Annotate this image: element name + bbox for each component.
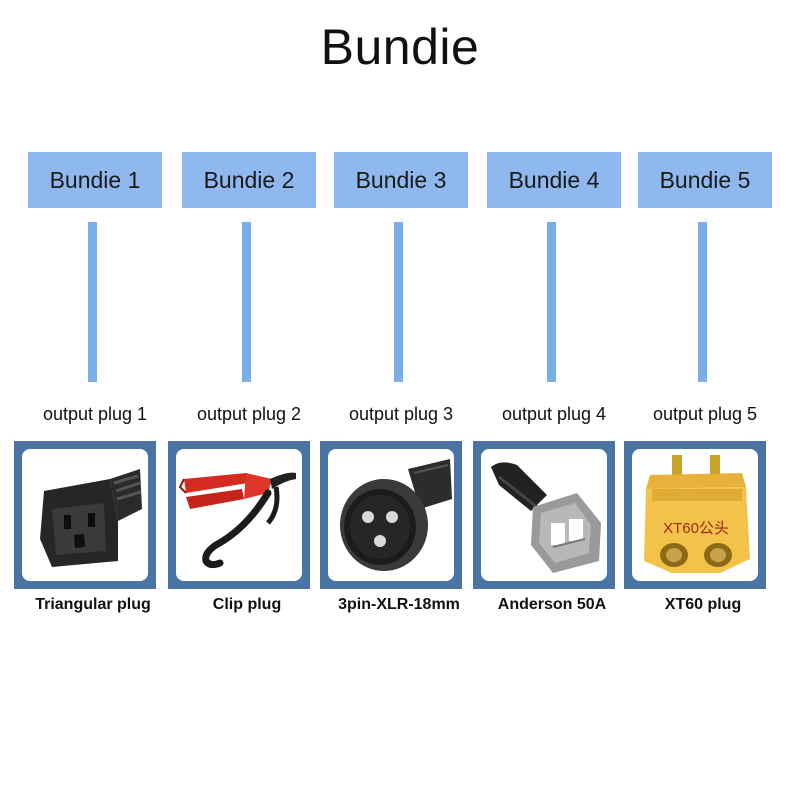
bundle-label-box: Bundie 2 xyxy=(182,152,316,208)
output-plug-label: output plug 1 xyxy=(42,404,148,424)
connector-line xyxy=(242,222,251,382)
xlr-plug-icon xyxy=(340,459,452,571)
output-plug-label: output plug 4 xyxy=(501,404,607,424)
output-plug-label: output plug 2 xyxy=(196,404,302,424)
bundle-label-box: Bundie 4 xyxy=(487,152,621,208)
svg-text:XT60公头: XT60公头 xyxy=(663,520,729,537)
bundle-column-3: Bundie 3 output plug 3 3pin-XLR-18mm xyxy=(320,0,484,800)
plug-name: Clip plug xyxy=(212,596,282,613)
bundle-label-box: Bundie 1 xyxy=(28,152,162,208)
plug-image-frame xyxy=(168,441,310,589)
connector-line xyxy=(394,222,403,382)
bundle-column-1: Bundie 1 output plug 1 Triangular plug xyxy=(14,0,178,800)
page-title: Bundie xyxy=(320,19,480,75)
alligator-clip-icon xyxy=(178,472,296,569)
bundle-label-box: Bundie 5 xyxy=(638,152,772,208)
plug-image-frame xyxy=(473,441,615,589)
iec-c13-plug-icon xyxy=(40,469,142,567)
plug-image-frame xyxy=(320,441,462,589)
bundle-column-5: Bundie 5 output plug 5 XT60公头 XT60 plug xyxy=(624,0,788,800)
plug-name: Triangular plug xyxy=(35,596,151,613)
plug-name: XT60 plug xyxy=(664,596,742,613)
connector-line xyxy=(698,222,707,382)
plug-image-frame: XT60公头 xyxy=(624,441,766,589)
plug-image-frame xyxy=(14,441,156,589)
connector-line xyxy=(547,222,556,382)
bundle-column-4: Bundie 4 output plug 4 Anderson 50A xyxy=(473,0,637,800)
plug-name: Anderson 50A xyxy=(497,596,607,613)
connector-line xyxy=(88,222,97,382)
xt60-plug-icon: XT60公头 xyxy=(644,455,750,573)
plug-name: 3pin-XLR-18mm xyxy=(338,596,460,613)
bundle-column-2: Bundie 2 output plug 2 Clip plug xyxy=(168,0,332,800)
bundle-label-box: Bundie 3 xyxy=(334,152,468,208)
output-plug-label: output plug 5 xyxy=(652,404,758,424)
anderson-connector-icon xyxy=(491,462,601,573)
output-plug-label: output plug 3 xyxy=(348,404,454,424)
